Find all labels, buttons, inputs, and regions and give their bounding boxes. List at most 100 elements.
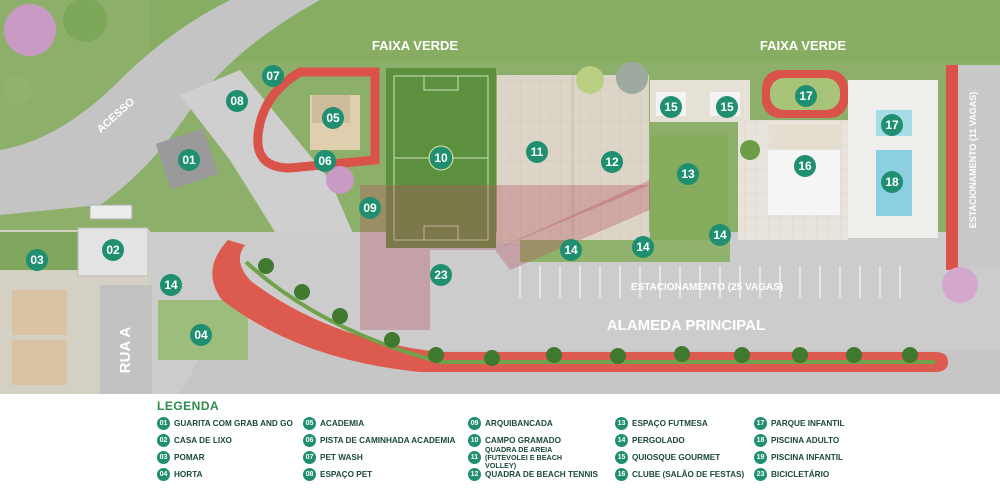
legend-label: ESPAÇO FUTMESA [632, 418, 708, 428]
marker-06[interactable]: 06 [314, 150, 336, 172]
svg-text:02: 02 [106, 243, 120, 257]
house-2 [12, 340, 67, 385]
parking-stripes [519, 266, 901, 298]
marker-15-quiosque-1[interactable]: 15 [660, 96, 682, 118]
svg-text:18: 18 [885, 175, 899, 189]
marker-14-pergola-3[interactable]: 14 [632, 236, 654, 258]
legend-item-15: 15 QUIOSQUE GOURMET [615, 450, 720, 465]
marker-12[interactable]: 12 [601, 151, 623, 173]
svg-text:16: 16 [798, 159, 812, 173]
flowering-trees [4, 0, 978, 303]
right-parking-strip [946, 65, 958, 270]
legend-badge: 18 [754, 434, 767, 447]
legend-badge: 06 [303, 434, 316, 447]
marker-17-playground[interactable]: 17 [795, 85, 817, 107]
marker-09[interactable]: 09 [359, 197, 381, 219]
entrance-gate [89, 204, 133, 220]
highlight-overlay [360, 185, 650, 330]
legend-badge: 16 [615, 468, 628, 481]
svg-text:17: 17 [799, 89, 813, 103]
svg-text:23: 23 [434, 268, 448, 282]
legend-label: GUARITA COM GRAB AND GO [174, 418, 293, 428]
marker-11[interactable]: 11 [526, 141, 548, 163]
legend-label: PISCINA ADULTO [771, 435, 840, 445]
soccer-box-bottom [423, 225, 459, 241]
label-faixa-verde-left: FAIXA VERDE [372, 38, 459, 53]
legend-badge: 07 [303, 451, 316, 464]
futmesa-area [650, 135, 728, 240]
legend-badge: 09 [468, 417, 481, 430]
rua-a-road [100, 285, 152, 394]
legend-title: LEGENDA [157, 399, 220, 413]
legend-label: PET WASH [320, 452, 363, 462]
marker-17-pool[interactable]: 17 [881, 114, 903, 136]
legend-badge: 15 [615, 451, 628, 464]
marker-04[interactable]: 04 [190, 324, 212, 346]
legend-label: QUIOSQUE GOURMET [632, 452, 721, 462]
legend-item-07: 07 PET WASH [303, 450, 363, 465]
legend-label: CASA DE LIXO [174, 435, 232, 445]
svg-text:01: 01 [182, 153, 196, 167]
walking-track [253, 67, 380, 173]
svg-text:15: 15 [720, 100, 734, 114]
marker-14-pergola-2[interactable]: 14 [560, 239, 582, 261]
legend-badge: 23 [754, 468, 767, 481]
svg-text:17: 17 [885, 118, 899, 132]
svg-text:08: 08 [230, 94, 244, 108]
svg-text:03: 03 [30, 253, 44, 267]
label-estacionamento-25: ESTACIONAMENTO (25 VAGAS) [631, 282, 783, 293]
marker-14-pergola-1[interactable]: 14 [160, 274, 182, 296]
marker-14-pergola-4[interactable]: 14 [709, 224, 731, 246]
marker-08[interactable]: 08 [226, 90, 248, 112]
legend-label: PARQUE INFANTIL [771, 418, 845, 428]
svg-text:11: 11 [531, 145, 544, 159]
legend-badge: 10 [468, 434, 481, 447]
access-road [0, 0, 320, 215]
svg-text:14: 14 [636, 240, 650, 254]
marker-16[interactable]: 16 [794, 155, 816, 177]
label-alameda: ALAMEDA PRINCIPAL [607, 317, 765, 334]
svg-text:14: 14 [713, 228, 727, 242]
svg-text:06: 06 [318, 154, 332, 168]
legend-item-13: 13 ESPAÇO FUTMESA [615, 416, 708, 431]
marker-10[interactable]: 10 [430, 147, 452, 169]
legend-badge: 05 [303, 417, 316, 430]
legend-badge: 17 [754, 417, 767, 430]
palm-trees [258, 258, 918, 366]
legend-badge: 13 [615, 417, 628, 430]
svg-text:09: 09 [363, 201, 377, 215]
legend-badge: 11 [468, 451, 481, 464]
marker-01[interactable]: 01 [178, 149, 200, 171]
legend-item-17: 17 PARQUE INFANTIL [754, 416, 845, 431]
legend-badge: 04 [157, 468, 170, 481]
marker-02[interactable]: 02 [102, 239, 124, 261]
legend-label: HORTA [174, 469, 203, 479]
legend-label: ARQUIBANCADA [485, 418, 553, 428]
marker-03[interactable]: 03 [26, 249, 48, 271]
marker-07[interactable]: 07 [262, 65, 284, 87]
svg-text:07: 07 [266, 69, 280, 83]
svg-text:13: 13 [681, 167, 695, 181]
legend-label: QUADRA DE BEACH TENNIS [485, 469, 598, 479]
marker-23[interactable]: 23 [430, 264, 452, 286]
marker-15-quiosque-2[interactable]: 15 [716, 96, 738, 118]
legend-badge: 14 [615, 434, 628, 447]
marker-18[interactable]: 18 [881, 171, 903, 193]
legend-label: PISCINA INFANTIL [771, 452, 844, 462]
marker-13[interactable]: 13 [677, 163, 699, 185]
marker-05[interactable]: 05 [322, 107, 344, 129]
legend-label: BICICLETÁRIO [771, 469, 830, 479]
legend-item-18: 18 PISCINA ADULTO [754, 433, 839, 448]
legend-item-09: 09 ARQUIBANCADA [468, 416, 553, 431]
clube-roof [770, 125, 840, 149]
legend-label: CLUBE (SALÃO DE FESTAS) [632, 469, 745, 479]
